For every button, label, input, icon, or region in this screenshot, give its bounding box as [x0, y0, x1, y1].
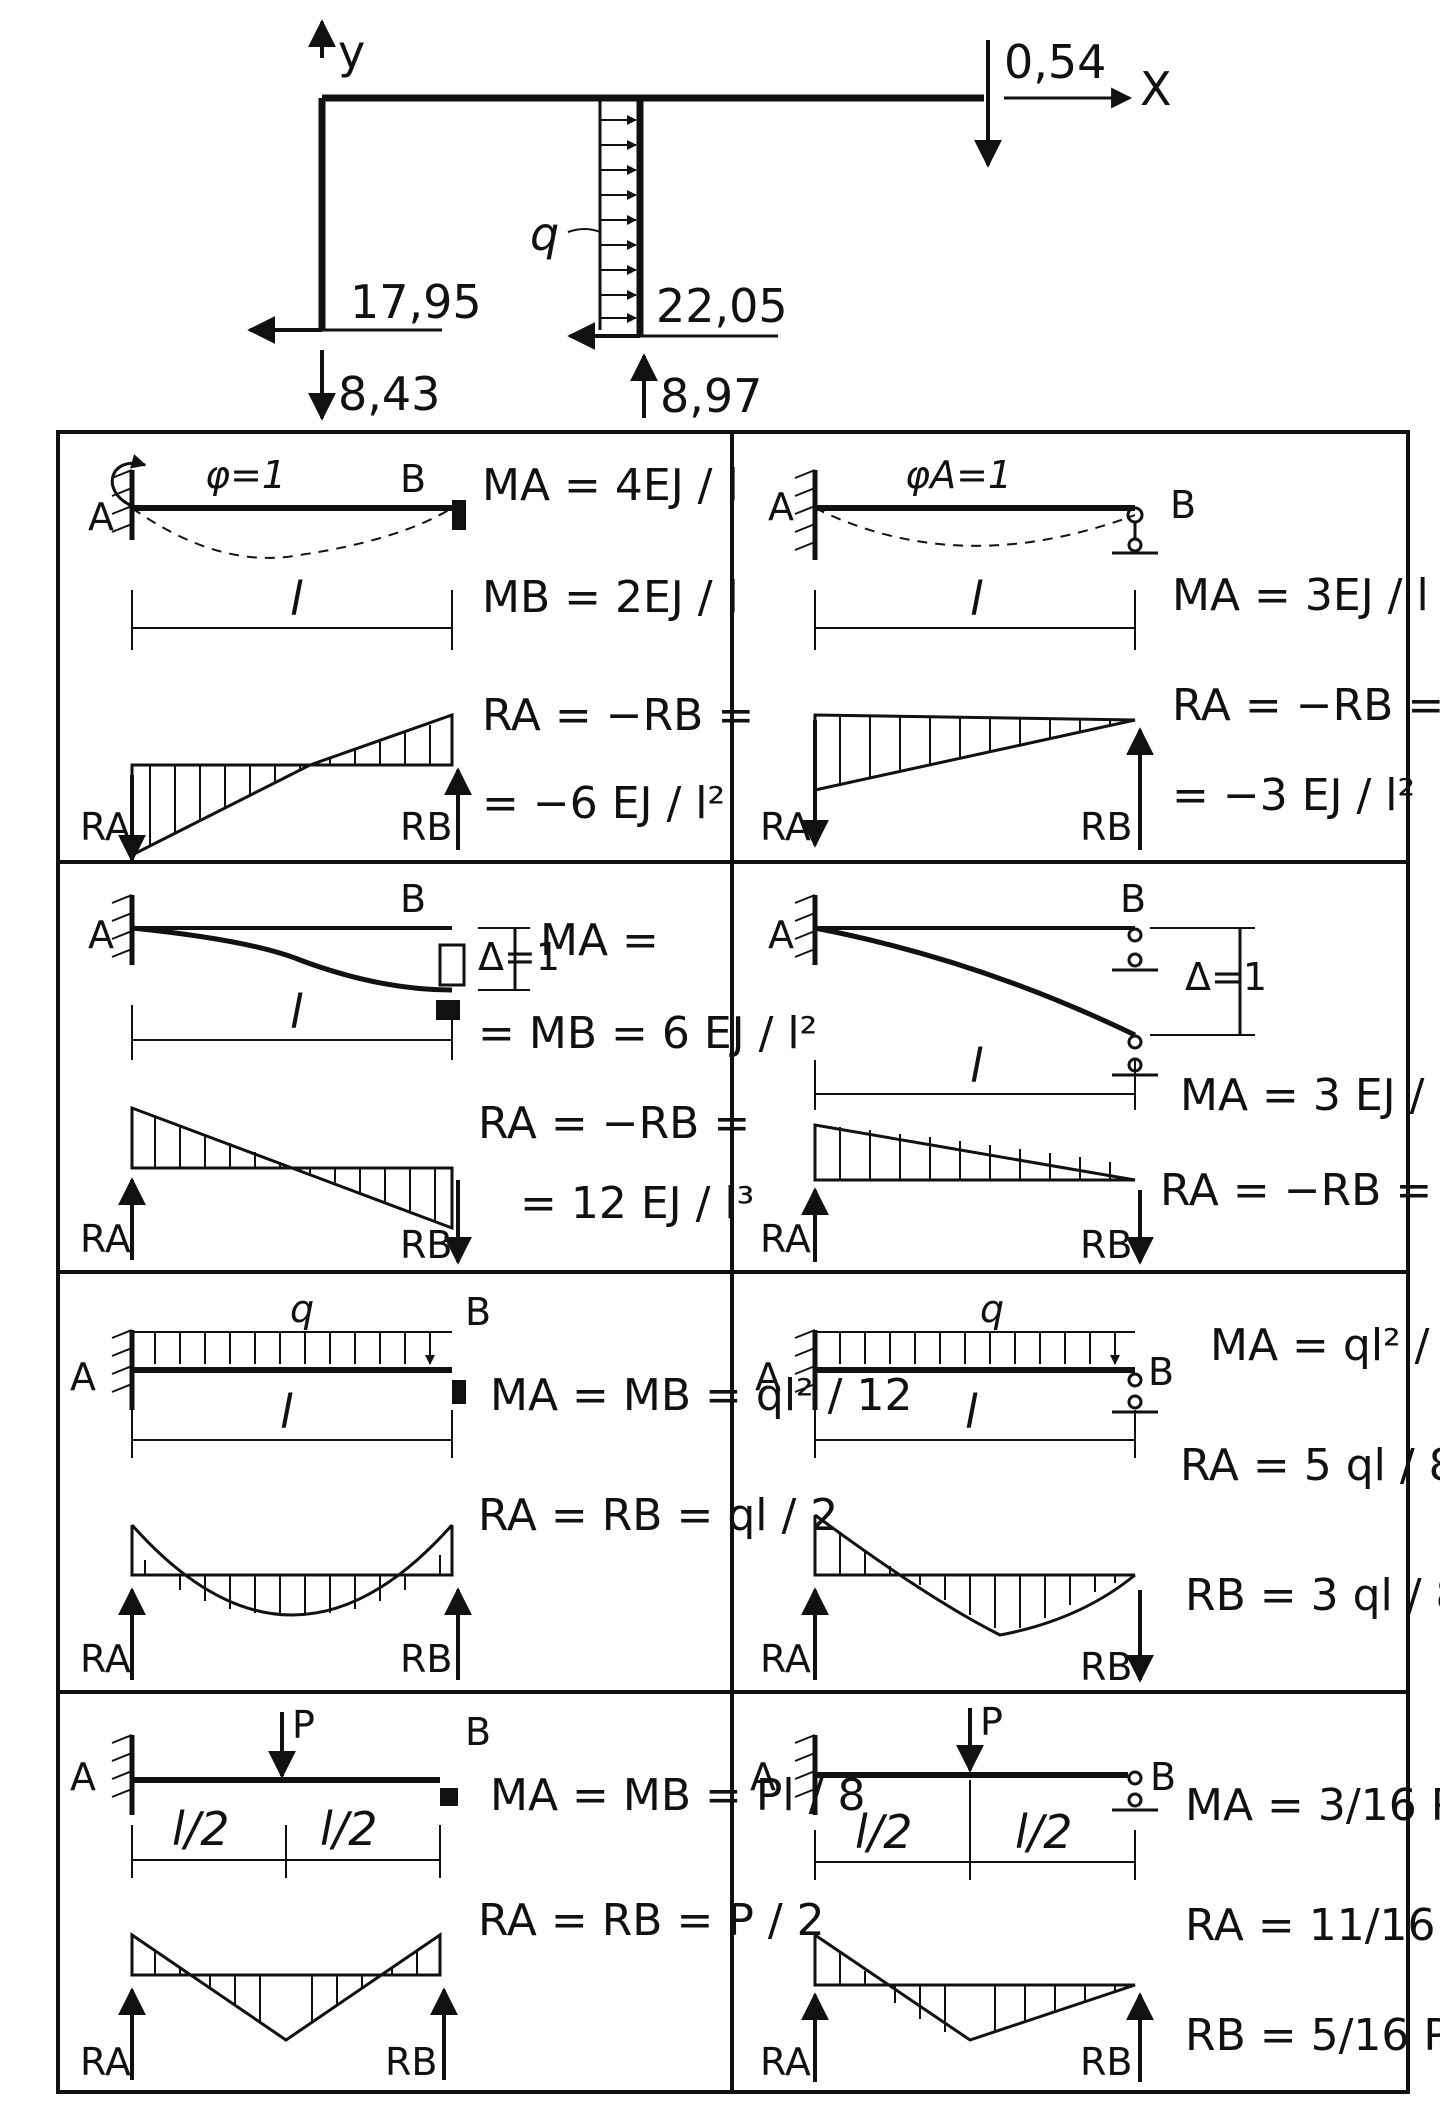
cell7-formula-0: MA = MB = Pl / 8: [490, 1770, 865, 1821]
cell5-span: l: [280, 1385, 293, 1439]
cell5-reaction-b: RB: [400, 1637, 452, 1681]
cell5-formula-1: RA = RB = ql / 2: [478, 1490, 838, 1541]
y-axis-label: y: [338, 25, 365, 79]
cell6-support-b: B: [1148, 1350, 1174, 1394]
top-frame: y q 0,54 X 17,95 8,43: [247, 19, 1172, 423]
cell4-support-a: A: [768, 913, 794, 957]
cell5-support-a: A: [70, 1355, 96, 1399]
cell3-span: l: [290, 985, 303, 1039]
cell4-span: l: [970, 1039, 983, 1093]
cell1-support-b: B: [400, 457, 426, 501]
cell-fixed-pinned-point-load: A P B l/2 l/2 RA RB MA = 3/16 Pl RA = 11…: [750, 1700, 1440, 2084]
cell2-formula-0: MA = 3EJ / l: [1172, 570, 1429, 621]
cell-fixed-pinned-rotation: A φA=1 B l RA RB MA = 3EJ / l RA = −RB =…: [760, 453, 1440, 850]
cell8-formula-1: RA = 11/16 P: [1185, 1900, 1440, 1951]
cell1-formula-0: MA = 4EJ / l: [482, 460, 739, 511]
cell3-formula-0: MA =: [540, 915, 659, 966]
cell7-formula-1: RA = RB = P / 2: [478, 1895, 825, 1946]
cell4-action: Δ=1: [1185, 955, 1267, 999]
cell4-reaction-b: RB: [1080, 1223, 1132, 1267]
cell-fixed-fixed-rotation: A φ=1 B l RA RB MA = 4EJ / l MB = 2EJ / …: [80, 453, 754, 863]
cell3-formula-2: RA = −RB =: [478, 1098, 750, 1149]
cell2-reaction-b: RB: [1080, 805, 1132, 849]
cell4-formula-0: MA = 3 EJ / l²: [1180, 1070, 1440, 1121]
table-grid: [56, 430, 1410, 2094]
cell3-formula-3: = 12 EJ / l³: [520, 1178, 754, 1229]
cell1-reaction-a: RA: [80, 805, 131, 849]
cell1-formula-1: MB = 2EJ / l: [482, 572, 739, 623]
cell2-support-a: A: [768, 485, 794, 529]
cell2-action: φA=1: [905, 453, 1012, 497]
cell4-formula-1: RA = −RB = 3 EJ / l³: [1160, 1165, 1440, 1216]
cell-fixed-fixed-uniform-load: A q B l RA RB MA = MB = ql² / 12 RA = RB…: [70, 1287, 912, 1681]
left-horizontal-label: 17,95: [350, 275, 482, 329]
cell6-formula-2: RB = 3 ql / 8: [1185, 1570, 1440, 1621]
cell5-support-b: B: [465, 1290, 491, 1334]
x-axis-label: X: [1140, 62, 1172, 116]
cell8-support-b: B: [1150, 1755, 1176, 1799]
cell6-formula-0: MA = ql² / 8: [1210, 1320, 1440, 1371]
cell3-reaction-b: RB: [400, 1223, 452, 1267]
cell1-formula-2: RA = −RB =: [482, 690, 754, 741]
cell1-support-a: A: [88, 495, 114, 539]
cell6-formula-1: RA = 5 ql / 8: [1180, 1440, 1440, 1491]
cell8-action: P: [980, 1700, 1003, 1744]
cell1-reaction-b: RB: [400, 805, 452, 849]
cell5-action: q: [290, 1287, 314, 1331]
cell3-reaction-a: RA: [80, 1217, 131, 1261]
cell6-span: l: [965, 1385, 978, 1439]
cell2-span: l: [970, 572, 983, 626]
cell3-formula-1: = MB = 6 EJ / l²: [478, 1008, 817, 1059]
cell8-span-right: l/2: [1015, 1805, 1073, 1859]
cell-fixed-pinned-displacement: A B Δ=1 l RA RB MA = 3 EJ / l² RA = −RB …: [760, 877, 1440, 1267]
cell8-formula-2: RB = 5/16 P: [1185, 2010, 1440, 2061]
cell-fixed-fixed-point-load: A P B l/2 l/2 RA RB MA = MB = Pl / 8 RA …: [70, 1703, 865, 2084]
cell7-action: P: [292, 1703, 315, 1747]
cell1-span: l: [290, 572, 303, 626]
cell2-support-b: B: [1170, 483, 1196, 527]
cell3-support-a: A: [88, 913, 114, 957]
load-q-label: q: [530, 207, 559, 261]
cell8-reaction-b: RB: [1080, 2040, 1132, 2084]
cell5-reaction-a: RA: [80, 1637, 131, 1681]
right-horizontal-label: 22,05: [656, 279, 788, 333]
cell8-formula-0: MA = 3/16 Pl: [1185, 1780, 1440, 1831]
cell6-support-a: A: [755, 1355, 781, 1399]
cell7-reaction-a: RA: [80, 2040, 131, 2084]
cell7-reaction-b: RB: [385, 2040, 437, 2084]
cell7-span-left: l/2: [172, 1802, 230, 1856]
cell2-formula-1: RA = −RB =: [1172, 680, 1440, 731]
cell3-action: Δ=1: [478, 935, 560, 979]
cell6-reaction-a: RA: [760, 1637, 811, 1681]
cell6-action: q: [980, 1287, 1004, 1331]
cell-fixed-pinned-uniform-load: A q B l RA RB MA = ql² / 8 RA = 5 ql / 8…: [755, 1287, 1440, 1689]
cell5-formula-0: MA = MB = ql² / 12: [490, 1370, 912, 1421]
left-vertical-label: 8,43: [338, 367, 440, 421]
cell4-reaction-a: RA: [760, 1217, 811, 1261]
right-vertical-label: 8,97: [660, 369, 762, 423]
cell7-support-a: A: [70, 1755, 96, 1799]
cell3-support-b: B: [400, 877, 426, 921]
distributed-load-q: [567, 98, 637, 330]
cell8-support-a: A: [750, 1755, 776, 1799]
cell8-reaction-a: RA: [760, 2040, 811, 2084]
cell2-reaction-a: RA: [760, 805, 811, 849]
cell1-formula-3: = −6 EJ / l²: [482, 778, 725, 829]
cell7-support-b: B: [465, 1710, 491, 1754]
cell4-support-b: B: [1120, 877, 1146, 921]
cell-fixed-fixed-displacement: A B Δ=1 l RA RB MA = = MB = 6 EJ / l² RA…: [80, 877, 817, 1267]
cell1-action: φ=1: [205, 453, 286, 497]
cell7-span-right: l/2: [320, 1802, 378, 1856]
cell6-reaction-b: RB: [1080, 1645, 1132, 1689]
top-force-label: 0,54: [1004, 35, 1106, 89]
cell2-formula-2: = −3 EJ / l²: [1172, 770, 1415, 821]
cell8-span-left: l/2: [855, 1805, 913, 1859]
